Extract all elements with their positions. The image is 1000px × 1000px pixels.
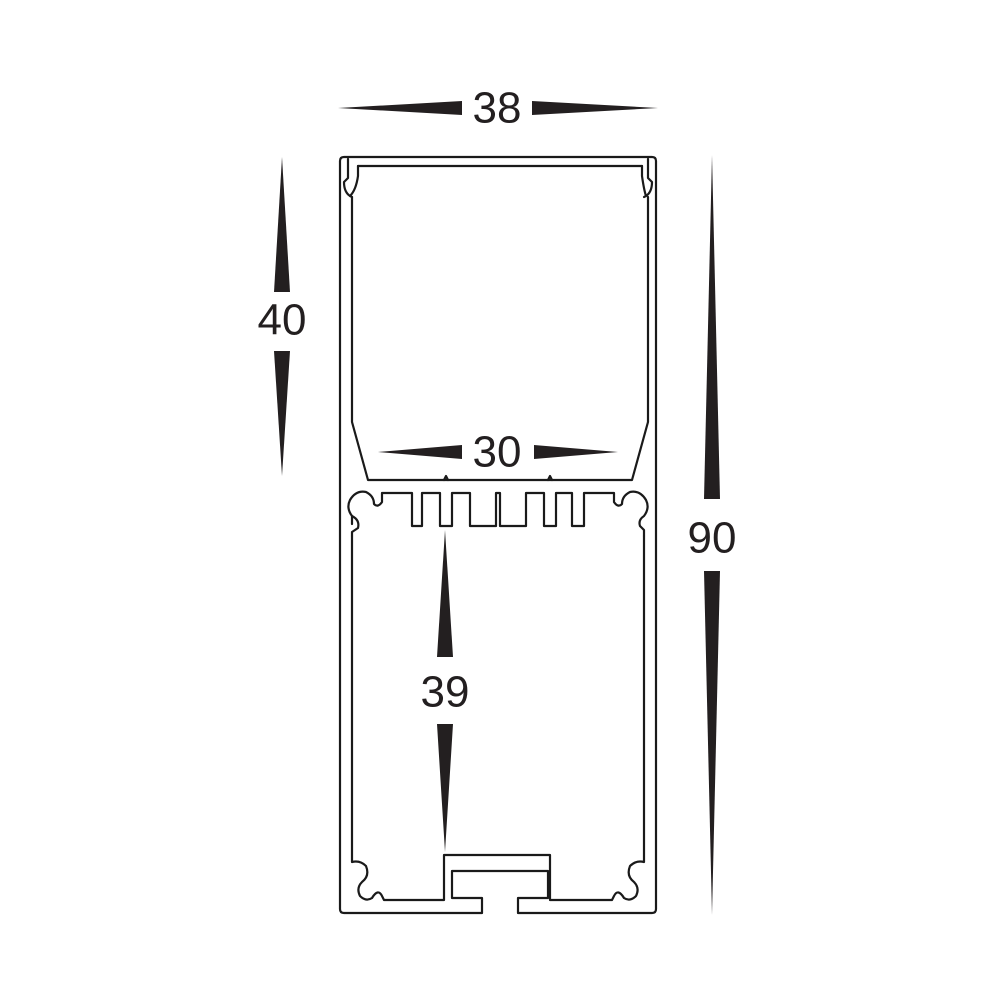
arrow-up-icon [704,155,720,499]
dimension-lower-height: 39 [421,530,470,852]
arrow-left-icon [338,101,462,115]
dimension-inner-width: 30 [378,428,618,477]
arrow-up-icon [274,157,290,292]
arrow-right-icon [534,445,618,459]
heatsink-fins [347,490,649,538]
arrow-down-icon [274,351,290,476]
dimension-label-30: 30 [473,428,522,477]
arrow-down-icon [437,724,453,852]
outer-frame [338,155,658,915]
dimension-label-39: 39 [421,668,470,717]
dimension-upper-height: 40 [258,157,307,476]
arrow-left-icon [378,445,462,459]
dimension-label-90: 90 [688,514,737,563]
dimension-label-40: 40 [258,296,307,345]
arrow-up-icon [437,530,453,657]
upper-channel [342,157,654,482]
dimension-label-38: 38 [473,84,522,133]
dimension-overall-height: 90 [688,155,737,915]
arrow-right-icon [532,101,658,115]
lower-channel [350,534,646,902]
dimension-overall-width: 38 [338,84,658,133]
arrow-down-icon [704,571,720,915]
